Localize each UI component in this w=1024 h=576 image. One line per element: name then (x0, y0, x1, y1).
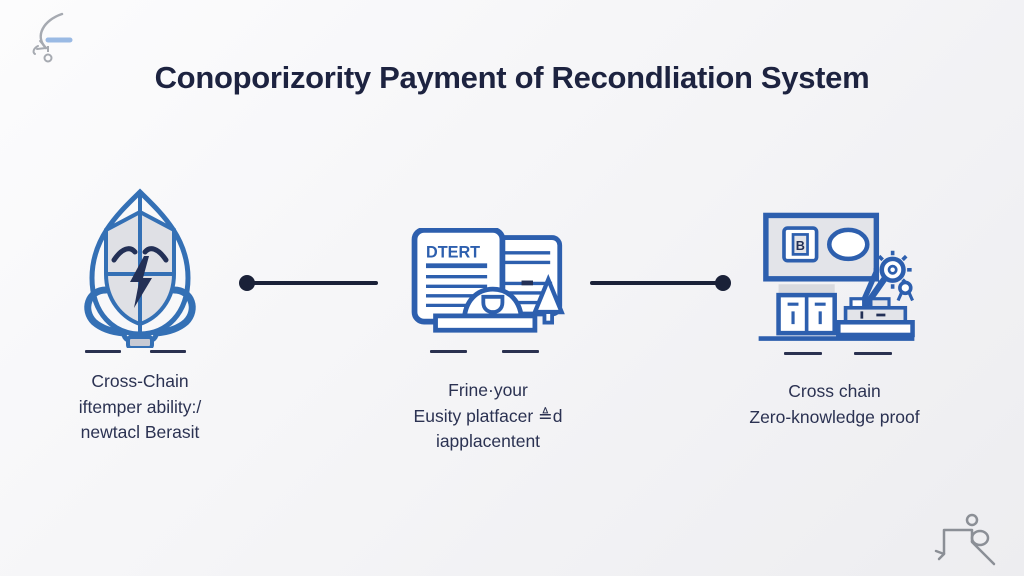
step-3-icon: B (755, 210, 918, 349)
machine-gear-panel-icon: B (758, 212, 915, 341)
connector-line-left (247, 281, 378, 285)
step-1-caption: Cross-Chain iftemper ability:/ newtacl B… (20, 369, 260, 446)
step-3-caption: Cross chain Zero-knowledge proof (712, 379, 957, 430)
step-3-dash-right (854, 352, 892, 355)
step-3-caption-line-1: Cross chain (788, 381, 881, 401)
step-1-caption-line-3: newtacl Berasit (80, 422, 200, 442)
step-3-caption-line-2: Zero-knowledge proof (749, 406, 920, 427)
step-2-dash-left (430, 350, 467, 353)
step-2-icon: DTERT (408, 227, 572, 340)
documents-report-icon: DTERT (411, 227, 565, 333)
panel-label: B (796, 239, 805, 253)
connector-dot-right (715, 275, 731, 291)
connector-line-right (590, 281, 723, 285)
step-3-dash-left (784, 352, 822, 355)
sketch-figure-doodle-icon (934, 513, 996, 566)
step-2-dash-right (502, 350, 539, 353)
shield-lightning-emblem-icon (84, 188, 196, 350)
document-label: DTERT (426, 244, 480, 262)
page-title: Conoporizority Payment of Recondliation … (154, 60, 870, 95)
step-1-caption-line-2: iftemper ability:/ (78, 396, 202, 417)
step-2-caption-line-2: Eusity platfacer ≜d (413, 405, 563, 426)
step-2-caption: Frine·your Eusity platfacer ≜d iapplacen… (368, 378, 608, 455)
step-1-dash-left (85, 350, 121, 353)
step-2-caption-line-1: Frine·your (448, 380, 528, 400)
step-1-icon (78, 186, 202, 353)
step-2-caption-line-3: iapplacentent (435, 431, 541, 451)
sketch-arrow-doodle-icon (32, 12, 73, 63)
step-1-caption-line-1: Cross-Chain (91, 371, 189, 391)
step-1-dash-right (150, 350, 186, 353)
